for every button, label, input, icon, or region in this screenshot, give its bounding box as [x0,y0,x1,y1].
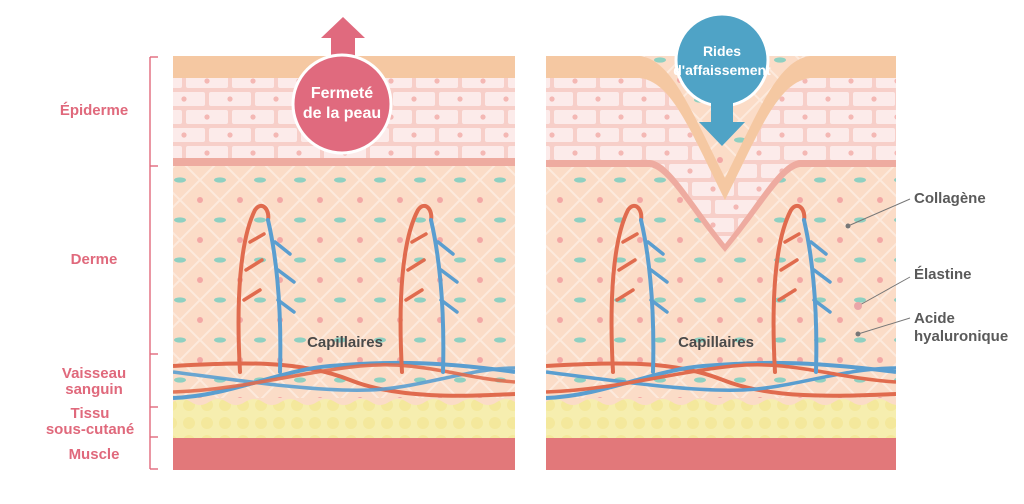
capillary-loop-3 [609,203,669,374]
capillaries-label-right: Capillaires [678,334,754,351]
label-subcutaneous: Tissu sous-cutané [45,405,135,438]
vein-wave-left [173,360,515,400]
capillaries-label-left: Capillaires [307,334,383,351]
legend-hyaluronic-line2: hyaluronique [914,328,1009,345]
sagging-label-line2: d'affaissement [673,62,771,78]
firmness-arrow [291,17,393,155]
layer-bracket [149,56,158,470]
legend-collagen: Collagène [914,190,986,207]
capillary-loop-1 [236,203,296,374]
sagging-label-line1: Rides [703,43,741,59]
label-epidermis: Épiderme [59,102,129,119]
artery-wave-left [173,361,515,398]
legend-pointers [847,198,911,335]
capillary-loop-4 [771,203,832,374]
legend-elastin: Élastine [914,266,972,283]
label-dermis: Derme [70,251,118,268]
firmness-label-line2: de la peau [303,105,381,122]
label-muscle: Muscle [68,446,120,463]
capillary-loop-2 [398,203,459,374]
label-blood-vessel: Vaisseau sanguin [61,365,127,398]
sagging-arrow [674,12,770,146]
legend-hyaluronic-line1: Acide [914,310,955,327]
firmness-label-line1: Fermeté [311,85,373,102]
